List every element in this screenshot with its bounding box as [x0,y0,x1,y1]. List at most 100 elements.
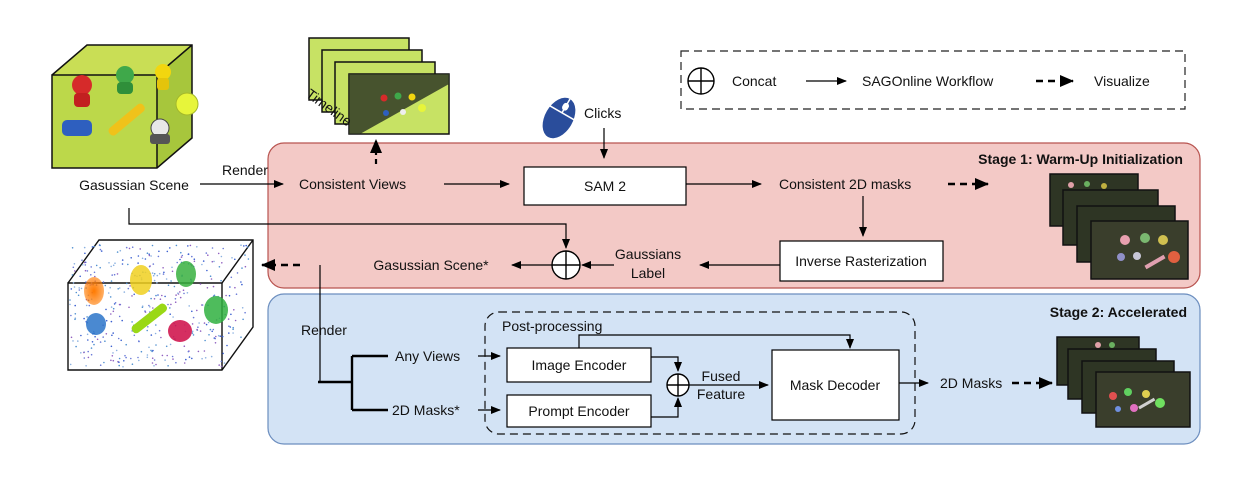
point-cloud-dot [180,256,183,258]
point-cloud-dot [199,283,202,285]
point-cloud-dot [165,345,168,348]
point-cloud-dot [150,255,152,257]
point-cloud-dot [244,311,246,314]
prompt-encoder-box [506,394,652,428]
point-cloud-dot [243,245,245,247]
point-cloud-dot [245,244,247,247]
point-cloud-dot [93,271,96,274]
point-cloud-dot [86,333,89,336]
point-cloud-dot [87,339,89,341]
point-cloud-dot [234,319,237,322]
point-cloud-dot [236,272,239,274]
point-cloud-dot [129,285,131,287]
point-cloud-dot [109,296,112,298]
point-cloud-dot [167,284,170,287]
consistent-masks-label: Consistent 2D masks [779,176,911,192]
point-cloud-dot [228,325,230,328]
point-cloud-dot [69,303,71,306]
point-cloud-dot [164,359,166,361]
point-cloud-dot [130,257,132,259]
point-cloud-dot [219,335,222,338]
point-cloud-dot [99,341,102,343]
consistent-views-label: Consistent Views [299,176,406,192]
point-cloud-dot [160,336,162,339]
point-cloud-dot [222,247,224,250]
point-cloud-dot [206,287,209,289]
point-cloud-dot [112,352,114,354]
point-cloud-dot [77,340,79,342]
point-cloud-dot [148,253,150,255]
point-cloud-dot [179,296,182,299]
point-cloud-dot [227,318,230,320]
point-cloud-dot [111,274,113,276]
point-cloud-dot [233,309,235,311]
point-cloud-dot [202,260,205,262]
point-cloud-dot [183,345,186,348]
point-cloud-dot [77,294,80,297]
point-cloud-dot [83,357,86,359]
point-cloud-dot [99,364,102,367]
point-cloud-dot [93,343,95,346]
point-cloud-dot [177,292,179,295]
point-cloud-dot [162,273,165,275]
point-cloud-dot [220,255,223,258]
point-cloud-dot [196,328,198,331]
stage1-output-frames-image [1049,173,1189,280]
point-cloud-dot [104,340,106,343]
point-cloud-dot [167,303,169,306]
point-cloud-dot [226,344,228,347]
point-cloud-dot [163,271,165,274]
any-views-label: Any Views [395,348,460,364]
point-cloud-dot [151,362,154,364]
point-cloud-dot [111,355,114,357]
point-cloud-dot [120,339,122,342]
point-cloud-dot [75,291,78,294]
point-cloud-dot [172,358,174,360]
point-cloud-dot [116,251,119,253]
concat-icon [687,67,715,95]
point-cloud-dot [158,272,161,275]
point-cloud-dot [139,248,141,250]
point-cloud-dot [141,257,144,260]
point-cloud-dot [191,323,194,325]
point-cloud-dot [155,294,157,297]
point-cloud-dot [150,334,153,336]
image-encoder-label: Image Encoder [532,357,627,373]
point-cloud-dot [156,281,158,284]
point-cloud-dot [118,287,121,289]
point-cloud-dot [122,366,124,368]
point-cloud-dot [218,266,221,268]
point-cloud-dot [241,283,243,286]
point-cloud-dot [203,322,206,324]
point-cloud-dot [112,359,115,362]
point-cloud-dot [191,332,194,334]
image-encoder-box [506,347,652,383]
point-cloud-dot [121,259,124,261]
point-cloud-dot [87,356,90,359]
point-cloud-dot [164,295,166,298]
point-cloud-dot [153,365,155,367]
point-cloud-dot [231,257,233,259]
point-cloud-dot [158,329,161,332]
stage1-title: Stage 1: Warm-Up Initialization [978,151,1183,167]
point-cloud-dot [188,305,190,307]
point-cloud-dot [116,273,119,275]
point-cloud-dot [94,275,96,278]
point-cloud-dot [99,244,101,247]
point-cloud-dot [107,292,110,294]
mouse-icon [542,97,576,139]
point-cloud-dot [169,313,171,316]
point-cloud-dot [187,253,190,255]
point-cloud-dot [191,310,193,313]
point-cloud-dot [80,352,82,354]
point-cloud-dot [70,288,73,290]
point-cloud-dot [201,357,203,360]
point-cloud-dot [105,308,107,311]
point-cloud-dot [175,361,177,364]
point-cloud-dot [104,284,107,287]
point-cloud-dot [87,350,89,353]
point-cloud-dot [223,362,226,364]
point-cloud-dot [166,354,168,357]
point-cloud-dot [123,291,126,293]
point-cloud-dot [196,246,198,248]
